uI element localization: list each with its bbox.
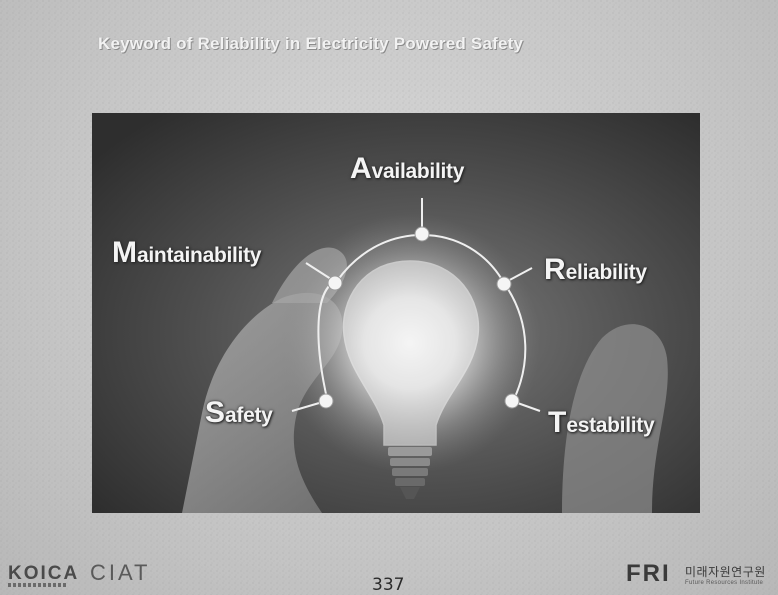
- label-maintainability-initial: M: [112, 236, 137, 269]
- safety-node: [318, 393, 334, 409]
- label-reliability: Reliability: [544, 253, 647, 287]
- ciat-logo: CIAT: [90, 560, 151, 585]
- availability-node: [414, 226, 430, 242]
- fri-logo-english: Future Resources Institute: [685, 580, 764, 586]
- label-reliability-initial: R: [544, 253, 566, 286]
- koica-logo-subtext: [8, 583, 68, 587]
- bulb-glass: [342, 260, 480, 446]
- label-safety: Safety: [205, 396, 273, 430]
- fri-logo: FRI: [626, 560, 671, 587]
- slide-title: Keyword of Reliability in Electricity Po…: [98, 34, 524, 53]
- bulb-base: [388, 447, 432, 499]
- maintainability-node: [327, 275, 343, 291]
- maintainability-connector: [305, 262, 335, 282]
- label-testability-rest: estability: [566, 414, 655, 437]
- label-availability-rest: vailability: [371, 160, 465, 183]
- koica-logo: KOICA: [8, 563, 80, 584]
- right-hand-shape: [562, 324, 668, 513]
- label-testability: Testability: [548, 406, 655, 440]
- testability-node: [504, 393, 520, 409]
- fri-logo-korean: 미래자원연구원: [685, 565, 766, 579]
- label-availability-initial: A: [350, 152, 372, 185]
- label-testability-initial: T: [548, 406, 567, 439]
- label-reliability-rest: eliability: [565, 261, 647, 284]
- label-safety-initial: S: [205, 396, 226, 429]
- reliability-node: [496, 276, 512, 292]
- label-availability: Availability: [350, 152, 464, 186]
- label-maintainability: Maintainability: [112, 236, 261, 270]
- label-safety-rest: afety: [225, 404, 273, 427]
- label-maintainability-rest: aintainability: [137, 244, 262, 267]
- lightbulb-photo: [92, 113, 700, 513]
- page-number: 337: [372, 575, 405, 595]
